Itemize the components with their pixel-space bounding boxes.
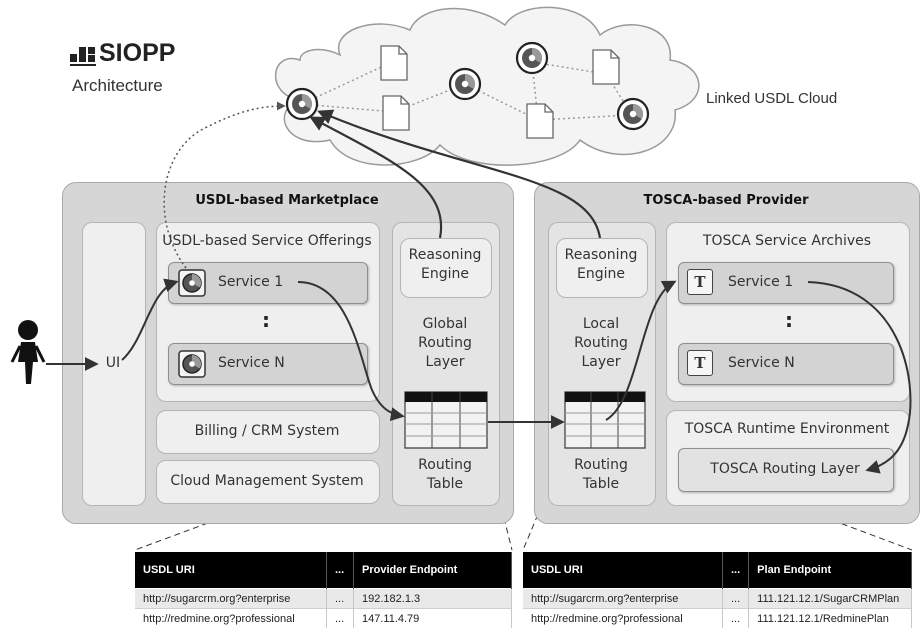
billing-crm-box[interactable] — [156, 410, 380, 454]
table-row: http://redmine.org?professional ... 147.… — [135, 608, 512, 628]
usdl-service-icon — [178, 269, 206, 297]
service-offerings-title: USDL-based Service Offerings — [162, 233, 372, 249]
usdl-service-icon — [616, 97, 650, 131]
column-header: ... — [722, 552, 750, 589]
table-row: http://redmine.org?professional ... 111.… — [523, 608, 912, 628]
table-row: http://sugarcrm.org?enterprise ... 111.1… — [523, 588, 912, 609]
market-services-ellipsis: : — [262, 308, 270, 332]
provider-service-1-label: Service 1 — [728, 274, 794, 290]
market-service-n-label: Service N — [218, 355, 285, 371]
table-cell: 111.121.12.1/RedminePlan — [748, 608, 912, 628]
provider-services-ellipsis: : — [785, 308, 793, 332]
local-routing-table: USDL URI ... Plan Endpoint http://sugarc… — [523, 552, 912, 628]
table-row: http://sugarcrm.org?enterprise ... 192.1… — [135, 588, 512, 609]
market-reasoning-engine[interactable] — [400, 238, 492, 298]
table-cell: 192.182.1.3 — [353, 588, 512, 609]
global-routing-layer-label: Global Routing Layer — [418, 316, 472, 370]
column-header: Plan Endpoint — [748, 552, 912, 589]
local-routing-table-label: Routing Table — [574, 457, 628, 492]
logo-subtitle: Architecture — [72, 76, 163, 95]
table-cell: ... — [326, 608, 354, 628]
table-cell: 111.121.12.1/SugarCRMPlan — [748, 588, 912, 609]
usdl-service-icon — [285, 87, 319, 121]
table-header-row: USDL URI ... Provider Endpoint — [135, 552, 512, 589]
column-header: ... — [326, 552, 354, 589]
provider-service-n-label: Service N — [728, 355, 795, 371]
column-header: Provider Endpoint — [353, 552, 512, 589]
tosca-runtime-title: TOSCA Runtime Environment — [684, 421, 890, 437]
cloud-management-label: Cloud Management System — [170, 473, 364, 489]
market-reasoning-engine-label: Reasoning Engine — [408, 247, 482, 282]
table-cell: 147.11.4.79 — [353, 608, 512, 628]
marketplace-title: USDL-based Marketplace — [195, 193, 379, 208]
table-cell: ... — [326, 588, 354, 609]
logo-name: SIOPP — [99, 39, 176, 67]
tosca-archive-icon: T — [687, 269, 713, 295]
tosca-archives-title: TOSCA Service Archives — [702, 233, 872, 249]
ui-label: UI — [105, 355, 121, 371]
local-routing-layer-label: Local Routing Layer — [574, 316, 628, 370]
table-cell: http://redmine.org?professional — [135, 608, 327, 628]
provider-title: TOSCA-based Provider — [643, 193, 809, 208]
tosca-archive-icon: T — [687, 350, 713, 376]
table-cell: http://sugarcrm.org?enterprise — [523, 588, 723, 609]
table-header-row: USDL URI ... Plan Endpoint — [523, 552, 912, 589]
cloud-label: Linked USDL Cloud — [706, 90, 838, 107]
usdl-service-icon — [448, 67, 482, 101]
table-cell: ... — [722, 608, 750, 628]
table-cell: http://sugarcrm.org?enterprise — [135, 588, 327, 609]
market-service-1-label: Service 1 — [218, 274, 284, 290]
table-cell: http://redmine.org?professional — [523, 608, 723, 628]
tosca-routing-layer-label: TOSCA Routing Layer — [710, 461, 860, 477]
billing-crm-label: Billing / CRM System — [194, 423, 340, 439]
usdl-service-icon — [178, 350, 206, 378]
column-header: USDL URI — [523, 552, 723, 589]
table-cell: ... — [722, 588, 750, 609]
global-routing-table: USDL URI ... Provider Endpoint http://su… — [135, 552, 512, 628]
logo-mark-icon — [70, 47, 96, 66]
provider-reasoning-engine-label: Reasoning Engine — [564, 247, 638, 282]
column-header: USDL URI — [135, 552, 327, 589]
global-routing-table-label: Routing Table — [418, 457, 472, 492]
usdl-service-icon — [515, 41, 549, 75]
siopp-logo: SIOPP Architecture — [70, 38, 200, 100]
cloud-management-box[interactable] — [156, 460, 380, 504]
